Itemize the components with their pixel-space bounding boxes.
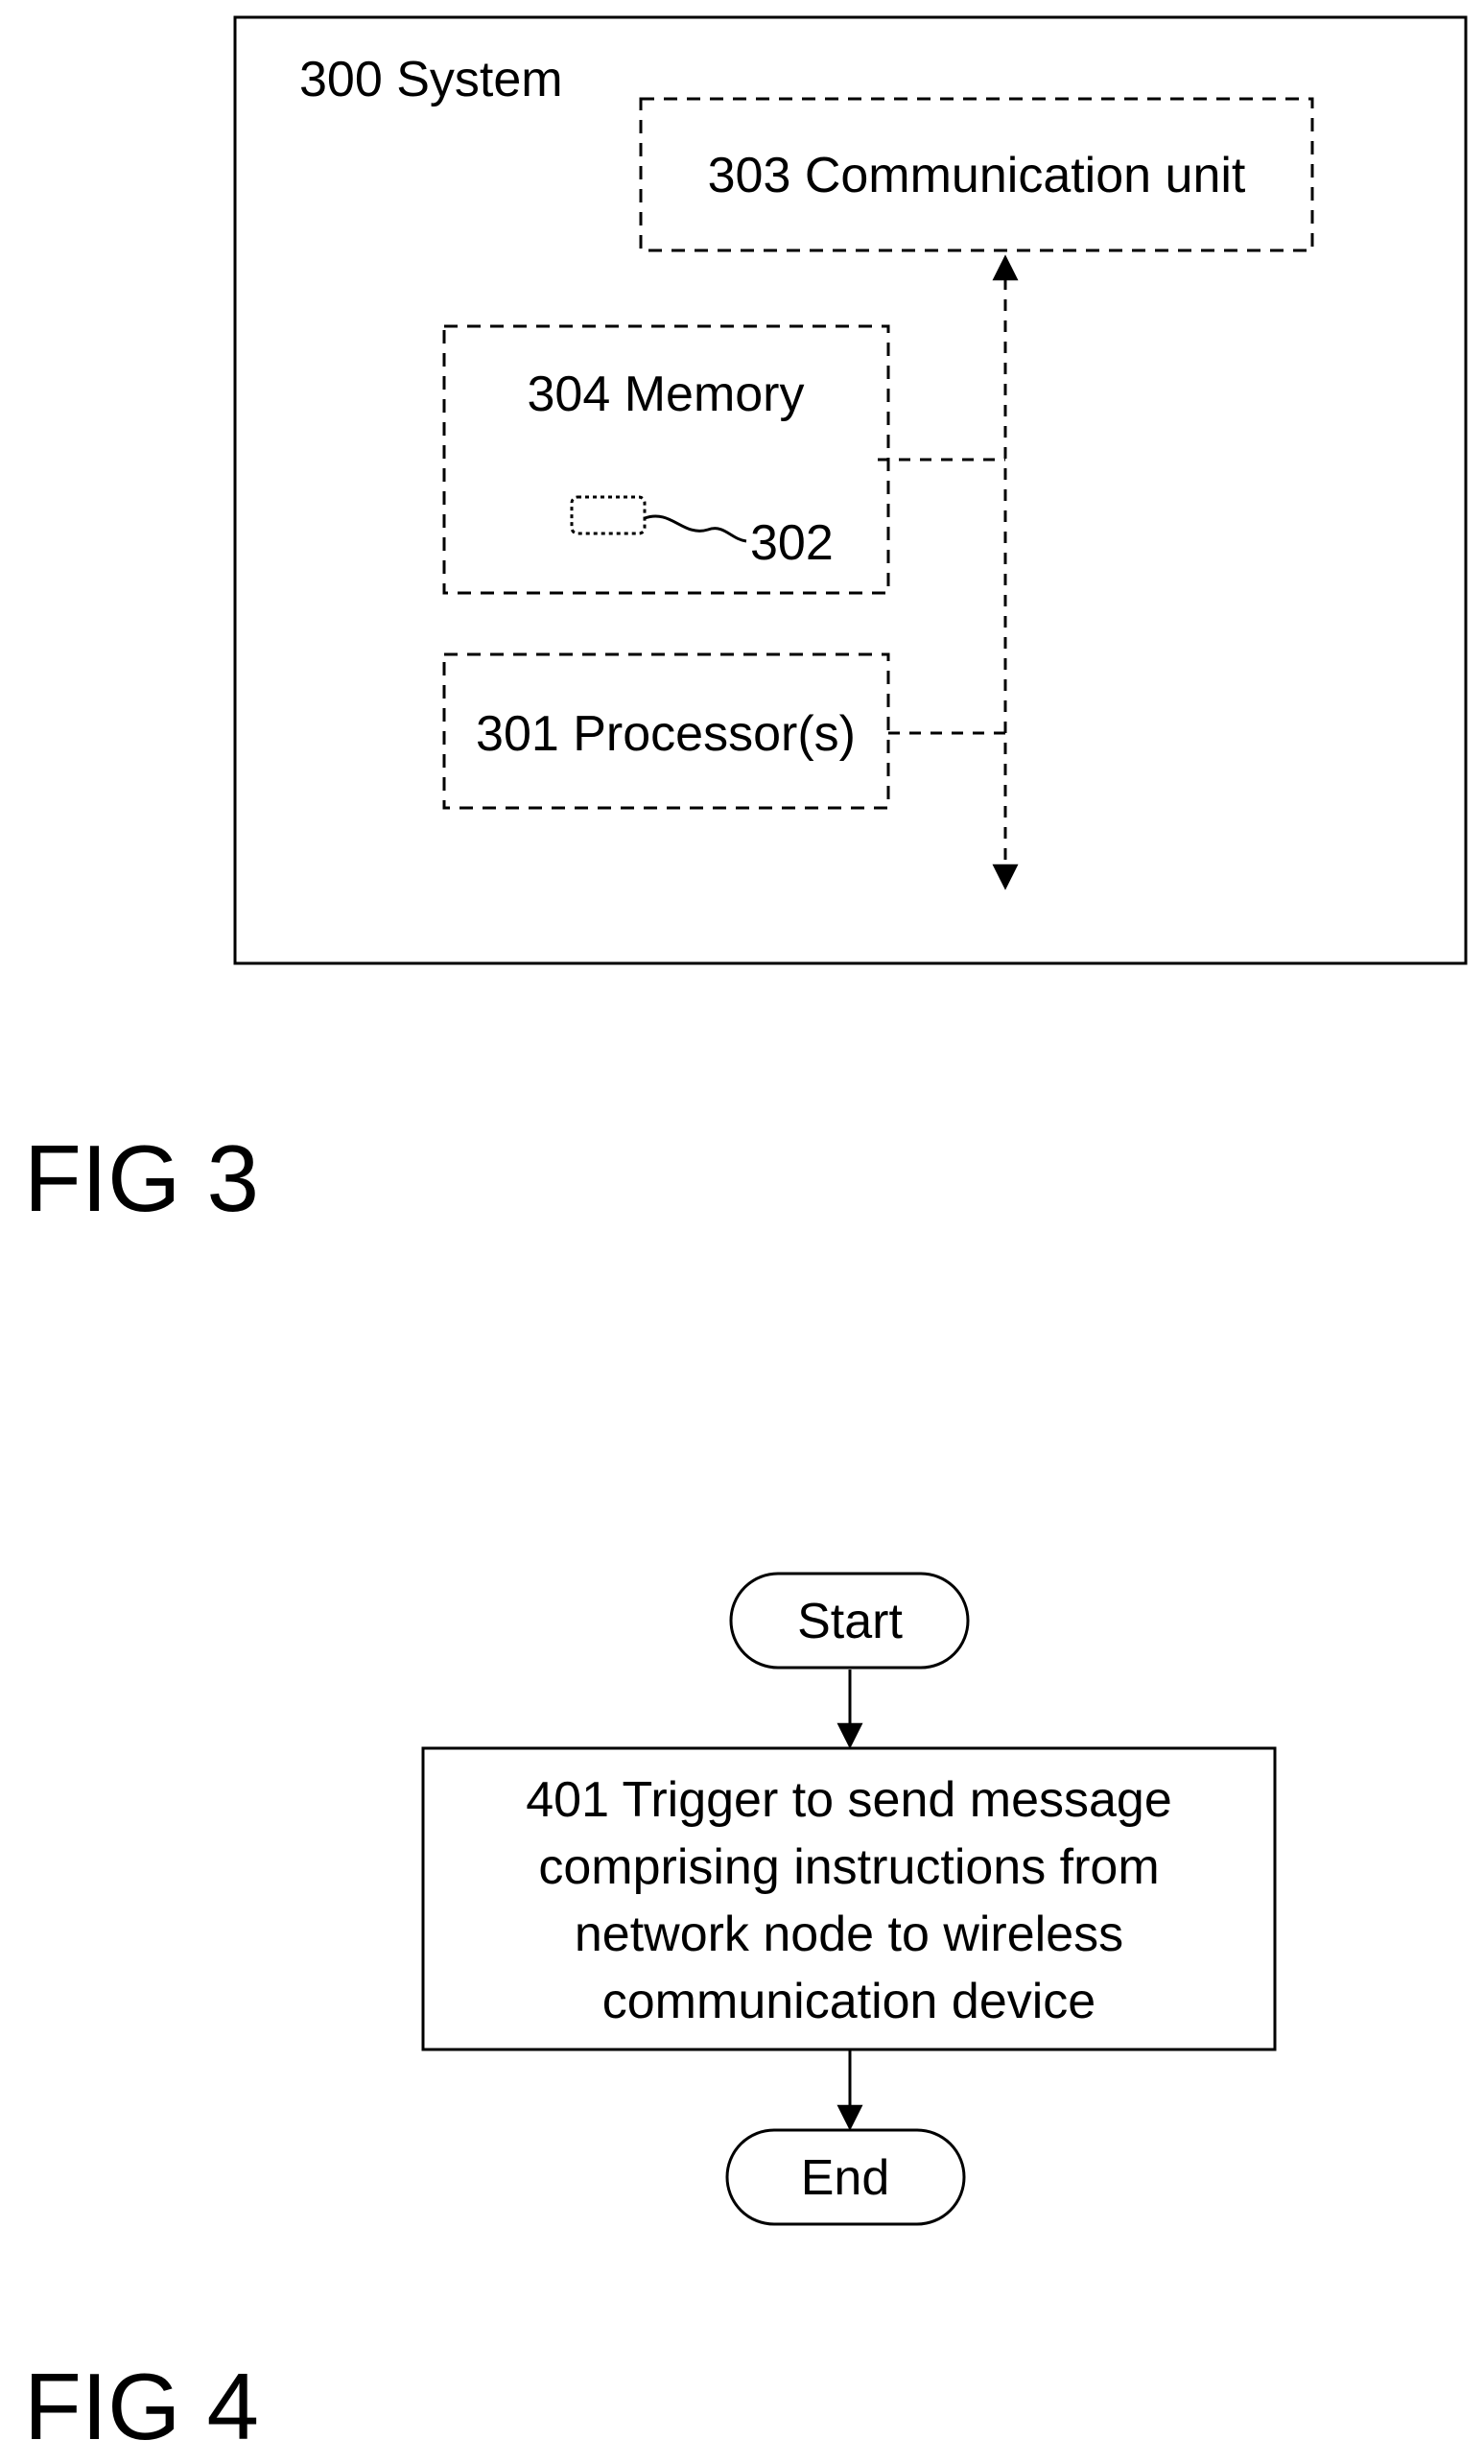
system-label: 300 System <box>299 52 563 107</box>
processor-label: 301 Processor(s) <box>476 706 856 762</box>
program-code-block <box>572 497 645 533</box>
start-label: Start <box>797 1594 903 1649</box>
fig3-diagram: 300 System 303 Communication unit 304 Me… <box>24 17 1466 1231</box>
fig4-caption: FIG 4 <box>24 2354 259 2459</box>
step-401-line-1: 401 Trigger to send message <box>526 1772 1172 1828</box>
fig3-caption: FIG 3 <box>24 1125 259 1231</box>
step-401-line-2: comprising instructions from <box>538 1839 1159 1895</box>
memory-item-label: 302 <box>750 515 834 571</box>
fig4-flowchart: Start 401 Trigger to send message compri… <box>24 1574 1275 2459</box>
memory-label: 304 Memory <box>528 367 805 422</box>
end-label: End <box>801 2150 890 2206</box>
program-code-leader-line <box>645 516 746 541</box>
step-401-line-3: network node to wireless <box>575 1907 1123 1962</box>
communication-unit-label: 303 Communication unit <box>708 148 1246 203</box>
step-401-line-4: communication device <box>602 1974 1095 2029</box>
